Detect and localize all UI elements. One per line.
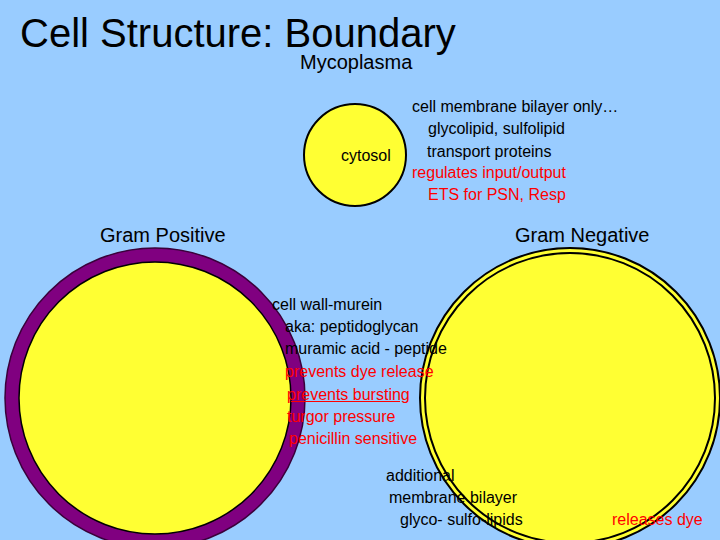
cell-heading: Gram Negative (515, 224, 650, 247)
annotation-text: additional (386, 467, 455, 485)
cell-heading: Mycoplasma (300, 51, 412, 74)
annotation-text: membrane bilayer (389, 489, 517, 507)
slide-title: Cell Structure: Boundary (20, 10, 456, 56)
annotation-text: prevents bursting (287, 386, 410, 404)
membrane-ring (304, 104, 406, 206)
annotation-text: glycolipid, sulfolipid (428, 120, 565, 138)
annotation-text: muramic acid - peptide (285, 340, 447, 358)
annotation-text: turgor pressure (287, 408, 396, 426)
membrane-ring (12, 255, 298, 540)
annotation-text: transport proteins (427, 143, 552, 161)
cell-circle: Mycoplasmacytosol (303, 103, 407, 207)
cell-circle: Gram Positive (5, 248, 305, 540)
annotation-text: cell membrane bilayer only… (412, 98, 618, 116)
annotation-text: releases dye (612, 511, 703, 529)
membrane-ring (5, 248, 305, 540)
cell-heading: Gram Positive (100, 224, 226, 247)
cell-content: cytosol (341, 147, 391, 165)
annotation-text: ETS for PSN, Resp (428, 186, 566, 204)
cell-outline (5, 248, 305, 540)
annotation-text: prevents dye release (285, 363, 434, 381)
annotation-text: cell wall-murein (272, 296, 382, 314)
annotation-text: regulates input/output (412, 164, 566, 182)
membrane-ring (19, 262, 291, 534)
annotation-text: glyco- sulfo-lipids (400, 511, 523, 529)
annotation-text: aka: peptidoglycan (285, 318, 418, 336)
annotation-text: penicillin sensitive (289, 430, 417, 448)
